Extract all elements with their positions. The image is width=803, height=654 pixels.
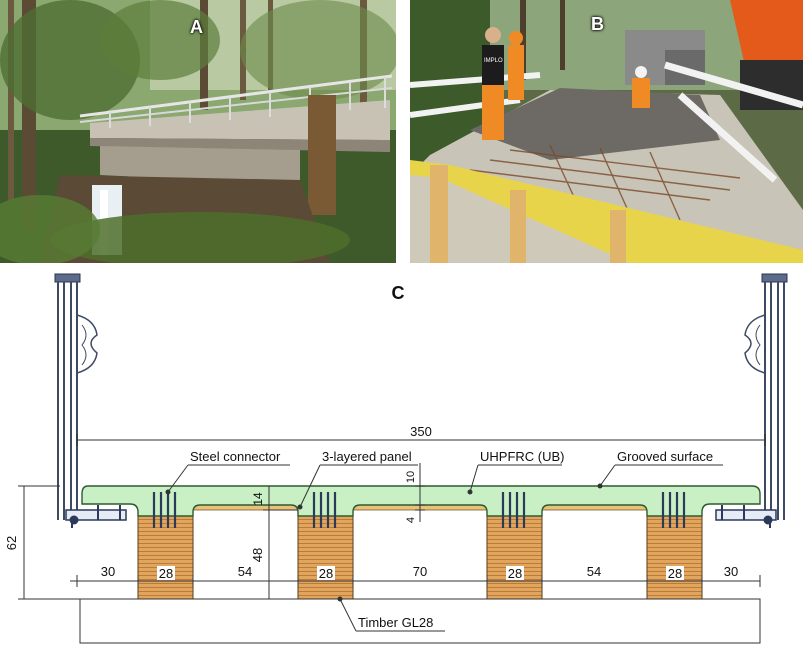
cross-section-diagram: C 350 [4,273,788,644]
dimension-10-4 [415,463,425,522]
callout-leaders [165,464,723,632]
timber-beams [137,509,703,600]
edge-connection-plates [65,505,777,528]
dimension-48-label: 48 [250,548,265,562]
right-steel-post [744,273,788,520]
dimension-48-14 [263,486,298,600]
timber-beam-2 [297,509,354,600]
label-3-layered-panel: 3-layered panel [322,449,412,464]
spacing-label-4: 28 [319,566,333,581]
photo-b-construction: IMPLO [410,0,803,263]
timber-beam-4 [646,509,703,600]
dimension-350 [76,434,766,446]
photo-a-bridge-waterfall [0,0,396,263]
dimension-10-label: 10 [405,471,417,483]
dimension-14-label: 14 [251,492,265,506]
worker-shirt-text: IMPLO [484,58,503,64]
label-uhpfrc: UHPFRC (UB) [480,449,565,464]
spacing-label-9: 30 [724,564,738,579]
timber-beam-3 [486,509,543,600]
dimension-4-label: 4 [405,517,417,523]
uhpfrc-slab [81,485,761,517]
spacing-label-2: 28 [159,566,173,581]
spacing-label-3: 54 [238,564,252,579]
label-timber: Timber GL28 [358,615,433,630]
timber-beam-1 [137,509,194,600]
panel-label-b: B [591,14,604,34]
label-steel-connector: Steel connector [190,449,281,464]
panel-label-a: A [190,17,203,37]
timber-base [79,598,761,644]
dimension-62-label: 62 [4,536,19,550]
spacing-label-7: 54 [587,564,601,579]
spacing-label-1: 30 [101,564,115,579]
panel-label-c: C [392,283,405,303]
spacing-label-8: 28 [668,566,682,581]
spacing-label-5: 70 [413,564,427,579]
steel-connectors [152,492,686,528]
left-steel-post [54,273,98,520]
dimension-62 [18,485,138,600]
label-grooved-surface: Grooved surface [617,449,713,464]
spacing-label-6: 28 [508,566,522,581]
spacing-dimension-line [70,575,761,587]
dimension-350-label: 350 [410,424,432,439]
